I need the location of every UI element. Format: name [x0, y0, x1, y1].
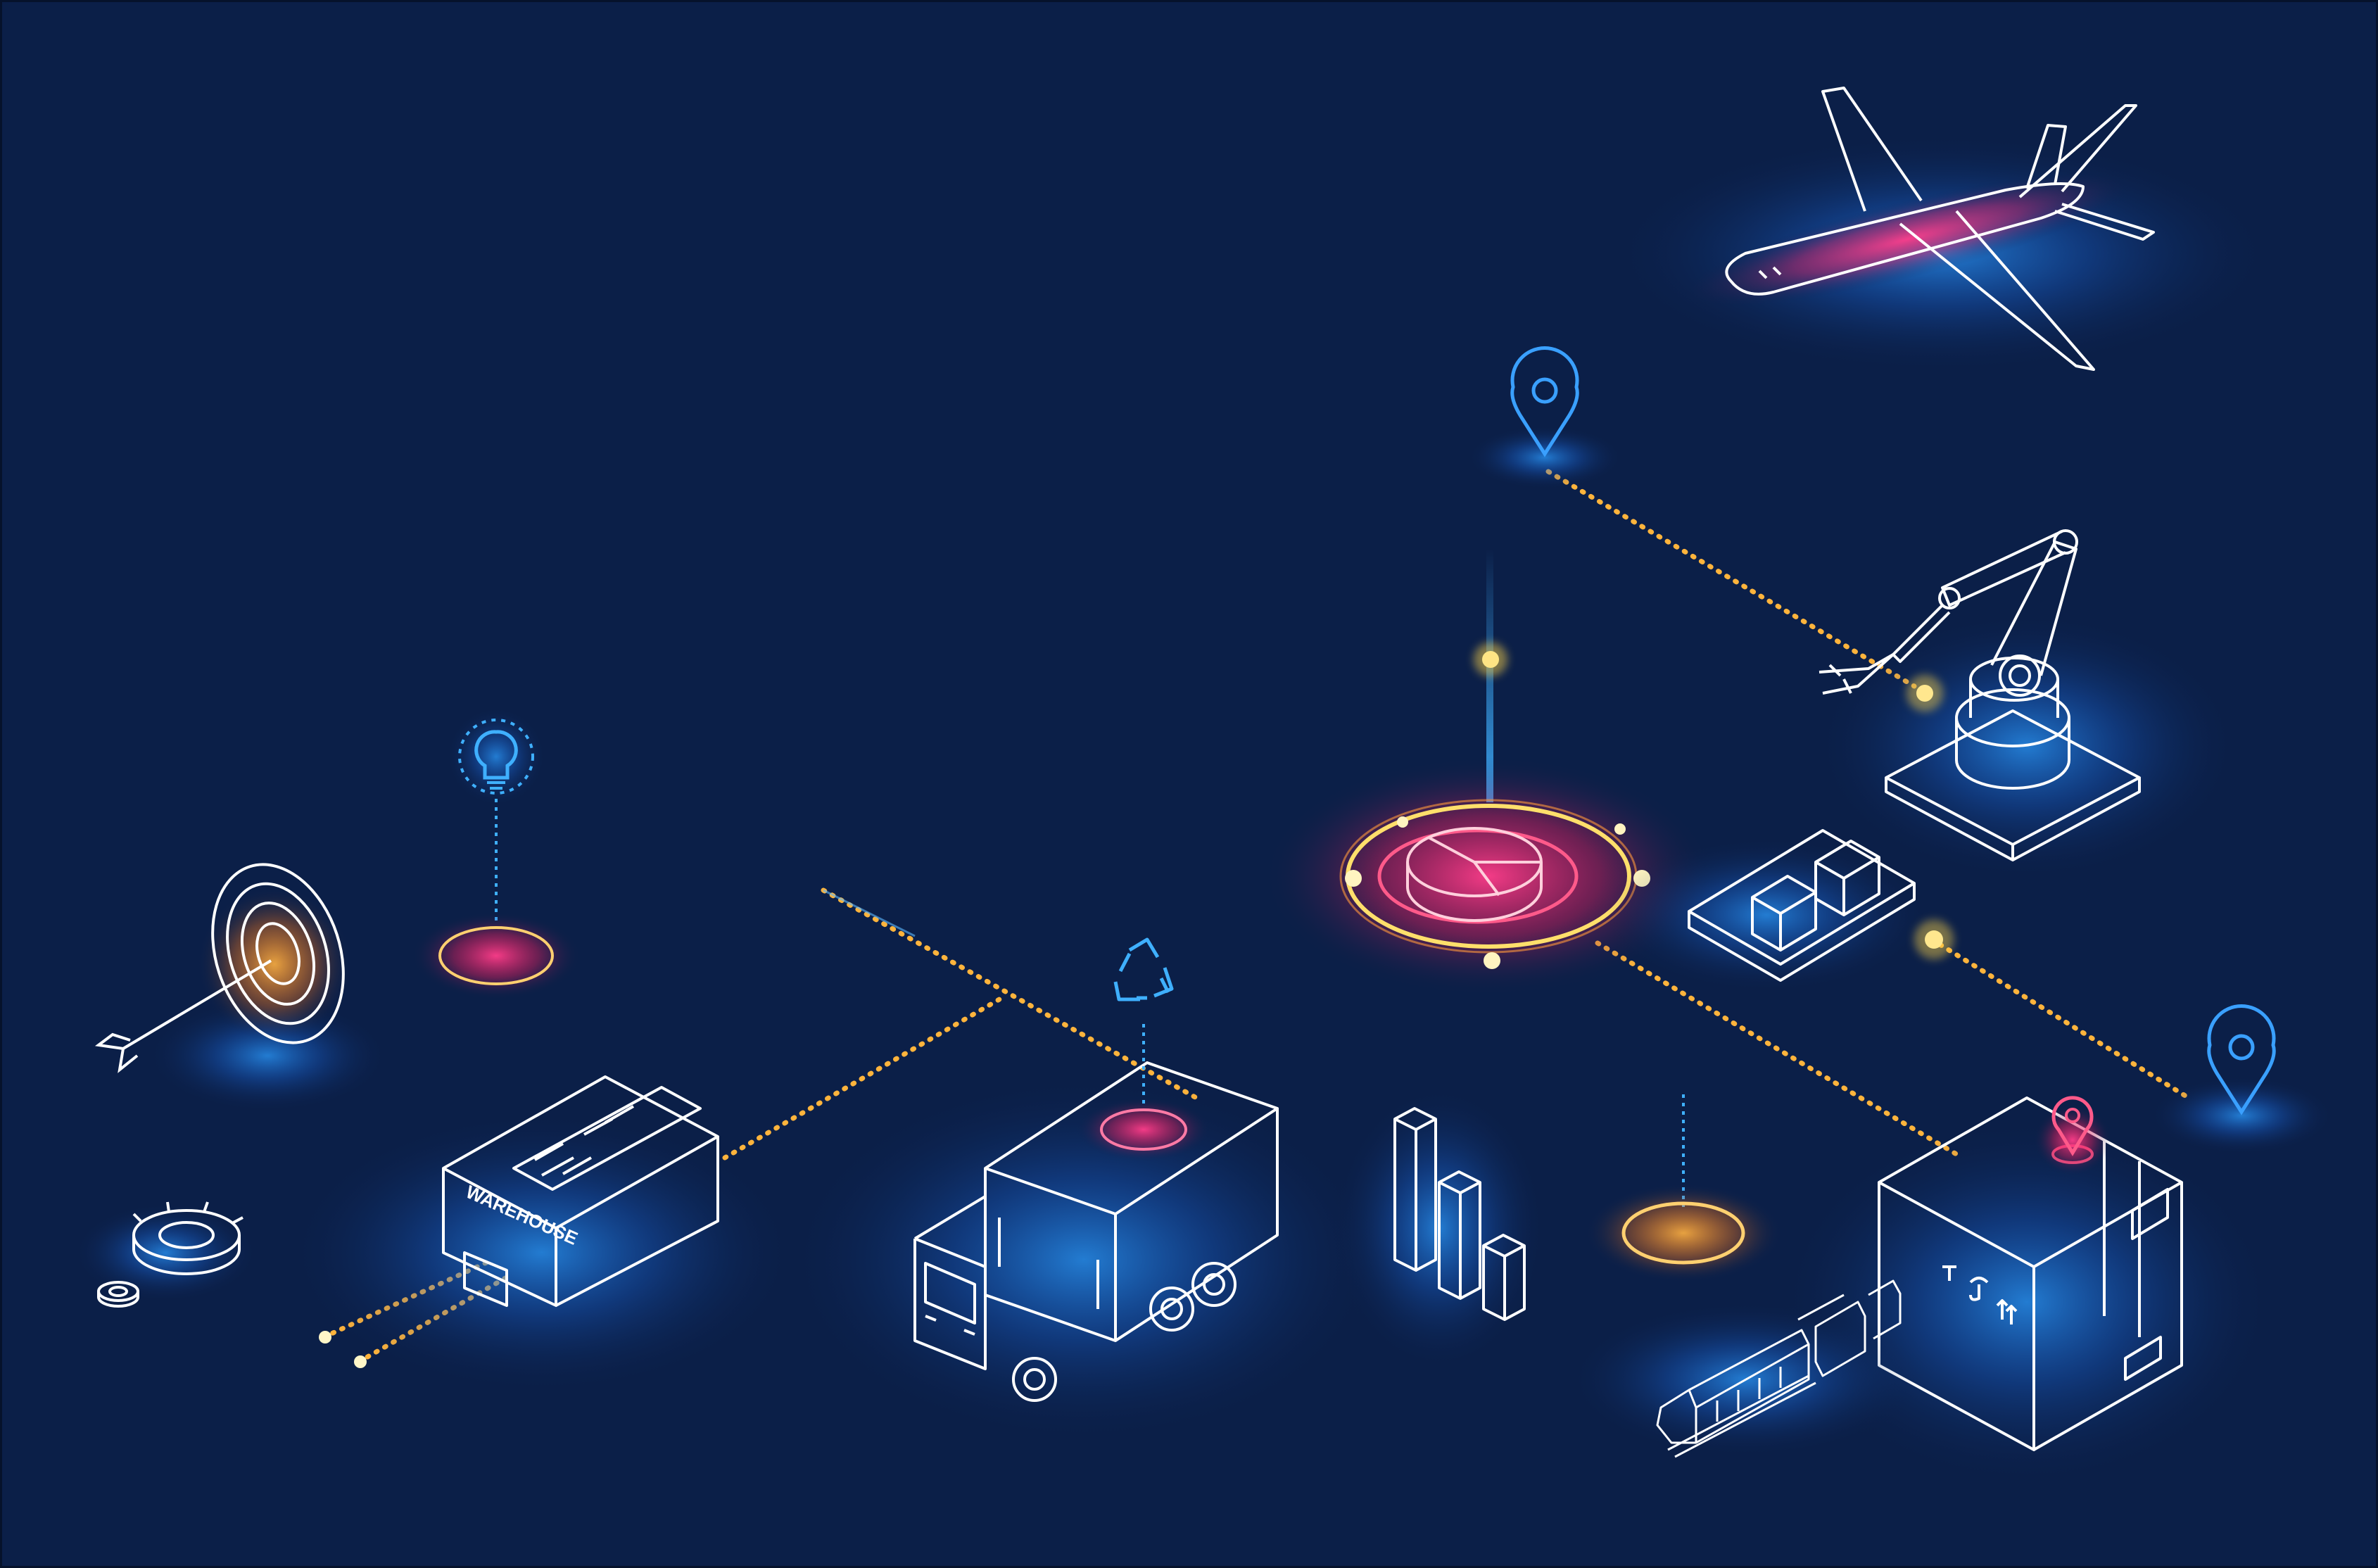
link-pin-to-robot: [1545, 469, 1917, 689]
robot-arm-icon: [1816, 529, 2238, 880]
pallet-boxes-icon: [1605, 829, 1954, 992]
truck-icon: [788, 1061, 1379, 1443]
location-pin-icon: [2150, 1004, 2333, 1154]
train-icon: [1569, 1279, 1921, 1458]
link-warehouse-to-junction: [722, 997, 1002, 1161]
pie-chart-hub-icon: [1263, 549, 1714, 996]
warehouse-icon: WAREHOUSE: [289, 1075, 795, 1393]
target-icon: [94, 863, 387, 1112]
recycle-icon: [1113, 937, 1174, 1108]
link-pallet-to-pin: [1929, 937, 2192, 1101]
airplane-icon: [1612, 87, 2273, 373]
bar-chart-icon: [1334, 1087, 1545, 1369]
location-pin-icon: [1467, 346, 1622, 489]
lightbulb-icon: [412, 707, 581, 999]
node-marker: [1585, 1094, 1782, 1282]
gears-icon: [74, 1201, 257, 1308]
link-hub-to-cargo: [1595, 940, 1959, 1157]
link-junction-to-truck: [821, 887, 1199, 1101]
